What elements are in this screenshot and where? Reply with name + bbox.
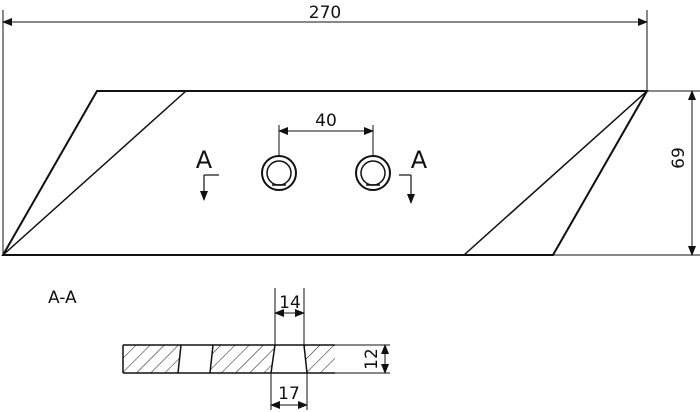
dimension-label-height: 69: [669, 147, 689, 169]
section-title: A-A: [48, 288, 77, 308]
dimension-hole-top: [274, 288, 305, 345]
dimension-hole-spacing: [278, 125, 374, 156]
section-marker-right: A: [411, 146, 428, 174]
section-arrow-left: [200, 174, 219, 201]
dimension-hole-bottom: [270, 373, 308, 410]
dimension-label-spacing: 40: [315, 111, 337, 131]
dimension-height: [553, 90, 700, 256]
dimension-thickness: [335, 344, 390, 374]
section-marker-left: A: [196, 146, 213, 174]
bevel-lines: [2, 90, 648, 256]
dimension-label-length: 270: [309, 3, 341, 23]
section-arrow-right: [399, 174, 415, 204]
dimension-overall-length: [2, 10, 648, 255]
dimension-label-hole-top: 14: [279, 293, 301, 313]
section-view: [122, 344, 335, 374]
dimension-label-thickness: 12: [362, 348, 382, 370]
dimension-label-hole-bottom: 17: [278, 384, 300, 404]
mounting-hole-right: [355, 155, 391, 191]
mounting-hole-left: [261, 155, 297, 191]
